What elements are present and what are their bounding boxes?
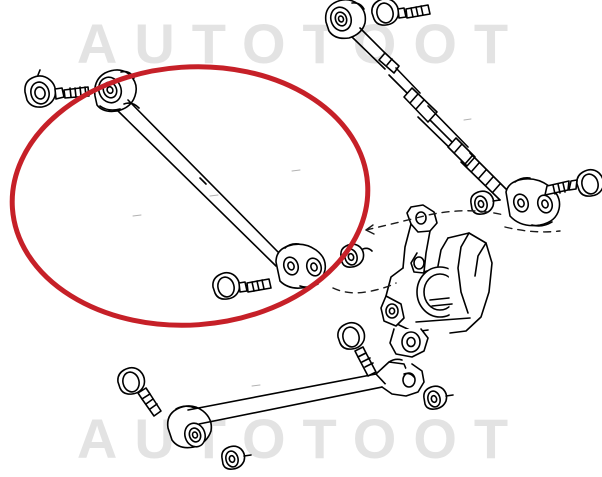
part-flange-nut-bracket xyxy=(470,190,501,215)
part-adjustable-toe-control-arm xyxy=(324,0,561,227)
part-flange-bolt-mid-right xyxy=(544,168,602,197)
part-lower-trailing-arm xyxy=(166,358,425,449)
part-flange-bolt-upper-right xyxy=(371,0,431,26)
part-flange-nut-carrier-left xyxy=(362,247,373,252)
part-flange-bolt-lower-left xyxy=(117,366,162,417)
part-rear-axle-carrier-knuckle xyxy=(380,204,493,358)
part-flange-nut-lower-right xyxy=(423,385,454,410)
watermark-top: AUTOTOOT xyxy=(76,12,526,75)
watermark-bottom: AUTOTOOT xyxy=(76,407,526,470)
part-flange-bolt-lower-center xyxy=(337,321,377,377)
highlight-ellipse xyxy=(9,64,371,328)
assembly-leader-lines xyxy=(332,210,561,294)
diagram-linework xyxy=(24,0,602,470)
part-flange-nut-lower-arm xyxy=(221,445,252,470)
part-rear-lateral-control-arm xyxy=(93,69,327,289)
part-flange-bolt-left-upper xyxy=(24,69,90,108)
detail-tick-marks xyxy=(132,118,472,387)
part-flange-bolt-center xyxy=(212,271,272,300)
